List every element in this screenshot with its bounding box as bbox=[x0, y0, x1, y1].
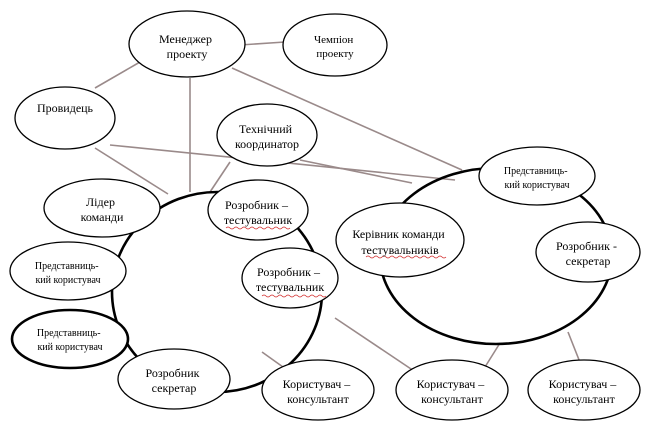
champion-node bbox=[282, 13, 388, 77]
leader-label: Провидець bbox=[37, 101, 94, 115]
squiggle-dev-tester-1 bbox=[225, 226, 291, 230]
spellcheck-underlines bbox=[225, 226, 447, 298]
user-consult-2-node bbox=[395, 359, 509, 421]
team-lead-label: Лідер команди bbox=[81, 195, 124, 224]
user-consult-1-node bbox=[261, 359, 375, 421]
dev-tester-2-node bbox=[241, 247, 339, 309]
link-manager-leader bbox=[94, 61, 141, 89]
test-team-lead-label: Керівник команди тестувальників bbox=[352, 227, 447, 257]
squiggle-test-team-lead bbox=[365, 255, 447, 259]
leader-node bbox=[14, 86, 116, 150]
user-consult-2-label: Користувач – консультант bbox=[417, 377, 488, 406]
squiggle-dev-tester-2 bbox=[261, 294, 327, 298]
dev-secretary-right-label: Розробник - секретар bbox=[556, 239, 620, 268]
dev-secretary-left-node bbox=[117, 348, 231, 410]
link-manager-right-team bbox=[231, 67, 463, 171]
manager-node bbox=[128, 10, 246, 78]
node-labels: Менеджер проекту Чемпіон проекту Провиде… bbox=[35, 32, 620, 406]
user-rep-1-node bbox=[9, 241, 127, 301]
node-shapes bbox=[9, 10, 641, 421]
dev-tester-1-label: Розробник – тестувальник bbox=[224, 198, 293, 227]
user-rep-2-node bbox=[10, 308, 130, 370]
dev-secretary-left-label: Розробник секретар bbox=[146, 366, 203, 395]
test-team-lead-node bbox=[335, 202, 465, 278]
link-manager-champion bbox=[239, 41, 286, 46]
user-rep-right-node bbox=[478, 146, 596, 206]
dev-secretary-right-node bbox=[535, 221, 641, 283]
link-techcoord-left-team bbox=[209, 161, 231, 193]
user-consult-1-label: Користувач – консультант bbox=[283, 377, 354, 406]
user-rep-right-label: Представниць- кий користувач bbox=[504, 166, 570, 191]
tech-coord-label: Технічний координатор bbox=[235, 122, 299, 151]
dev-tester-1-node bbox=[207, 179, 309, 241]
link-leader-left-team bbox=[94, 147, 169, 195]
link-techcoord-right-team bbox=[299, 159, 413, 184]
user-rep-1-label: Представниць- кий користувач bbox=[35, 261, 101, 286]
user-consult-3-label: Користувач – консультант bbox=[549, 377, 620, 406]
manager-label: Менеджер проекту bbox=[159, 32, 215, 61]
connector-lines bbox=[94, 41, 586, 376]
tech-coord-node bbox=[216, 103, 318, 167]
team-lead-node bbox=[43, 178, 161, 238]
link-consult2-left-team bbox=[334, 317, 421, 376]
user-consult-3-node bbox=[527, 359, 641, 421]
champion-label: Чемпіон проекту bbox=[314, 34, 356, 60]
user-rep-2-label: Представниць- кий користувач bbox=[37, 328, 103, 353]
dev-tester-2-label: Розробник – тестувальник bbox=[256, 265, 325, 294]
